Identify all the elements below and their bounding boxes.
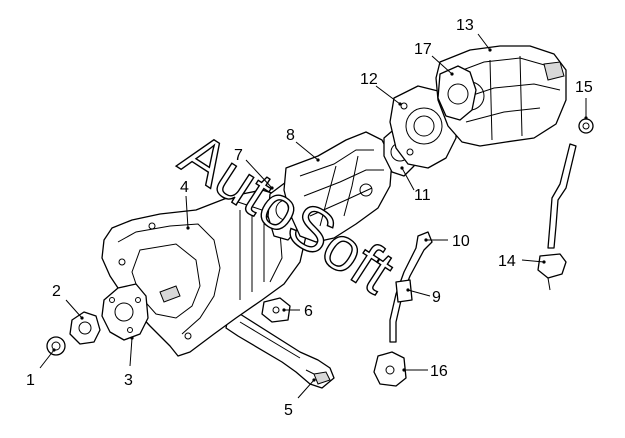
callout-label-16: 16: [430, 363, 448, 380]
part-seal: [46, 336, 66, 356]
part-crossmember: [225, 313, 335, 389]
callout-14: 14: [498, 253, 546, 270]
part-seal-carrier: [69, 311, 101, 345]
callout-17: 17: [414, 41, 454, 76]
part-extension-housing: [283, 131, 393, 243]
callout-label-14: 14: [498, 253, 516, 270]
callout-label-11: 11: [414, 187, 431, 204]
callout-label-6: 6: [304, 303, 313, 320]
callout-label-12: 12: [360, 71, 378, 88]
part-bracket-6: [261, 297, 291, 323]
part-bearing-retainer: [101, 283, 149, 341]
callout-label-4: 4: [180, 179, 189, 196]
callout-6: 6: [282, 303, 313, 320]
callout-8: 8: [286, 127, 320, 162]
callout-3: 3: [124, 336, 134, 389]
part-shift-rod: [389, 231, 433, 343]
callout-label-17: 17: [414, 41, 432, 58]
callout-15: 15: [575, 79, 593, 120]
part-mount-16: [373, 351, 407, 387]
callout-4: 4: [180, 179, 190, 230]
callout-label-2: 2: [52, 283, 61, 300]
part-shift-lever: [537, 143, 577, 291]
callout-label-5: 5: [284, 402, 293, 419]
callout-label-9: 9: [432, 289, 441, 306]
callout-13: 13: [456, 17, 492, 52]
callout-7: 7: [234, 147, 274, 190]
callout-label-3: 3: [124, 372, 133, 389]
part-o-ring: [578, 118, 594, 134]
callout-10: 10: [424, 233, 470, 250]
callout-1: 1: [26, 348, 56, 389]
callout-label-8: 8: [286, 127, 295, 144]
callout-5: 5: [284, 378, 316, 419]
callout-label-1: 1: [26, 372, 35, 389]
callout-2: 2: [52, 283, 84, 320]
callout-label-15: 15: [575, 79, 593, 96]
callout-16: 16: [402, 363, 448, 380]
callout-label-10: 10: [452, 233, 470, 250]
callout-12: 12: [360, 71, 402, 106]
part-transfer-gasket: [437, 65, 477, 121]
callout-label-13: 13: [456, 17, 474, 34]
callout-label-7: 7: [234, 147, 243, 164]
callout-9: 9: [406, 288, 441, 306]
callout-11: 11: [400, 166, 431, 204]
